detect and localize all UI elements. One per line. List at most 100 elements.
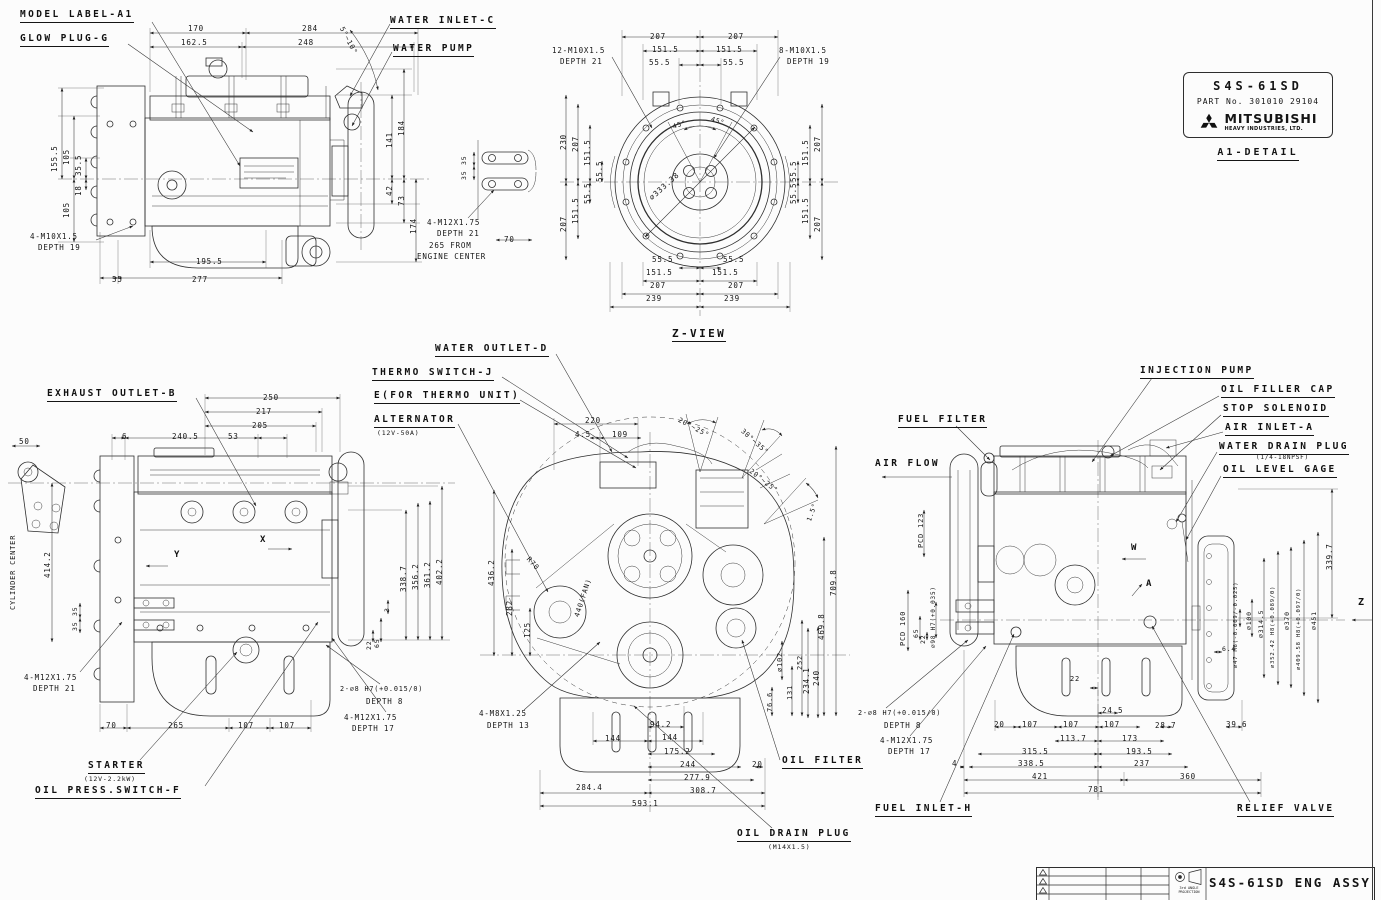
dim-label: 709.8 [829,569,838,596]
label-oil-filter: OIL FILTER [782,756,864,769]
dim-label: (12V-50A) [377,429,420,437]
dim-label: 107 [1104,720,1120,729]
dim-label: DEPTH 8 [366,697,404,706]
dim-label: PCD 160 [899,610,907,646]
dim-label: 207 [813,216,822,232]
detail-title-block: S4S-61SD PART No. 301010 29104 MITSUBISH… [1183,72,1333,161]
label-oil-filler-cap: OIL FILLER CAP [1221,385,1335,398]
dim-label: 207 [650,32,666,41]
view-letter-w: W [1131,543,1139,553]
dim-label: 131 [786,684,794,700]
dim-label: 55 [112,275,123,284]
label-starter: STARTER [88,761,145,774]
dim-label: 55.5 [723,255,745,264]
dim-label: 356.2 [411,563,420,590]
dim-label: 315.5 [1022,747,1049,756]
label-12-m10x1-5: 12-M10X1.5 [552,46,606,55]
dim-label: 173 [1122,734,1138,743]
dim-label: 250 [263,393,279,402]
dim-label: 207 [813,136,822,152]
dim-label: 55.5 [649,58,671,67]
dim-label: 338.5 [1018,759,1045,768]
dim-label: 55.5 [583,182,592,204]
label-water-drain-plug: WATER DRAIN PLUG [1219,442,1349,455]
mitsubishi-logo-icon [1201,113,1218,128]
dim-label: 109 [612,430,628,439]
dim-label: 107 [1022,720,1038,729]
dim-label: 2-⌀8 H7(+0.015/0) [858,709,942,717]
dim-label: 53 [228,432,239,441]
dim-label: 73 [397,195,406,206]
dim-label: 5°~10° [337,25,360,56]
dim-label: 284 [302,24,318,33]
dim-label: 105 [62,149,71,165]
label-air-inlet-a: AIR INLET-A [1225,423,1315,436]
dim-label: 6 [122,432,128,441]
dim-label: 207 [728,281,744,290]
dim-label: ⌀314.5 [1257,609,1265,638]
dim-label: 230 [559,134,568,150]
dim-label: ⌀409.58 H8(+0.097/0) [1296,587,1302,670]
dim-label: 24.5 [1102,706,1124,715]
dim-label: 240 [812,670,821,686]
dim-label: 195.5 [196,257,223,266]
dim-label: 277 [192,275,208,284]
view-letter-z: Z [1358,597,1367,608]
dim-label: 22 [365,640,373,650]
dim-label: 4-M12X1.75 [24,673,78,682]
dim-label: 436.2 [487,559,496,586]
dim-label: 244 [680,760,696,769]
dim-label: 240.5 [172,432,199,441]
dim-label: 55.5 [789,160,798,182]
dim-label: 35 [71,621,79,631]
dim-label: 162.5 [181,38,208,47]
dim-label: 6.4 [1222,645,1237,653]
label-stop-solenoid: STOP SOLENOID [1223,404,1329,417]
dim-label: 50 [19,437,30,446]
dim-label: 4-M12X1.75 [427,218,481,227]
dim-label: 144 [605,734,621,743]
dim-label: DEPTH 13 [487,721,530,730]
part-number: PART No. 301010 29104 [1196,97,1320,106]
dim-label: ⌀102 [776,651,784,672]
dim-label: 360 [1180,772,1196,781]
dim-label: 70 [504,235,515,244]
dim-label: 18 [74,185,83,196]
label-relief-valve: RELIEF VALVE [1237,804,1335,817]
model-id-plate: S4S-61SD PART No. 301010 29104 MITSUBISH… [1183,72,1333,138]
dim-label: 220 [585,416,601,425]
dim-label: 184 [397,120,406,136]
label-alternator: ALTERNATOR [374,415,456,428]
dim-label: 42 [385,185,394,196]
dim-label: 45° [671,118,688,131]
label-air-flow: AIR FLOW [875,458,940,469]
dim-label: PCD 123 [917,512,925,548]
dim-label: 207 [728,32,744,41]
dim-label: 239 [646,294,662,303]
dim-label: 440(FAN) [573,577,594,619]
label-fuel-inlet-h: FUEL INLET-H [875,804,973,817]
dim-label: 421 [1032,772,1048,781]
dim-label: 94.2 [650,720,672,729]
dim-label: DEPTH 19 [787,57,830,66]
dim-label: 239 [724,294,740,303]
dim-label: 151.5 [712,268,739,277]
dim-label: DEPTH 21 [33,684,76,693]
dim-label: 339.7 [1325,543,1334,570]
dim-label: 70 [106,721,117,730]
dim-label: 155.5 [50,145,59,172]
dim-label: 207 [559,216,568,232]
label-thermo-switch-j: THERMO SWITCH-J [372,368,494,381]
dim-label: 277.9 [684,773,711,782]
dim-label: 193.5 [1126,747,1153,756]
dim-label: 144 [662,733,678,742]
title-strip: 3rd ANGLE PROJECTION S4S-61SD ENG ASSY [1036,867,1375,900]
label-injection-pump: INJECTION PUMP [1140,366,1254,379]
dim-label: 30°~35° [739,427,771,457]
brand-subtitle: HEAVY INDUSTRIES, LTD. [1224,126,1304,132]
title-strip-grid [1037,868,1207,900]
dim-label: 55.5 [595,160,604,182]
dim-label: 35 [71,606,79,616]
